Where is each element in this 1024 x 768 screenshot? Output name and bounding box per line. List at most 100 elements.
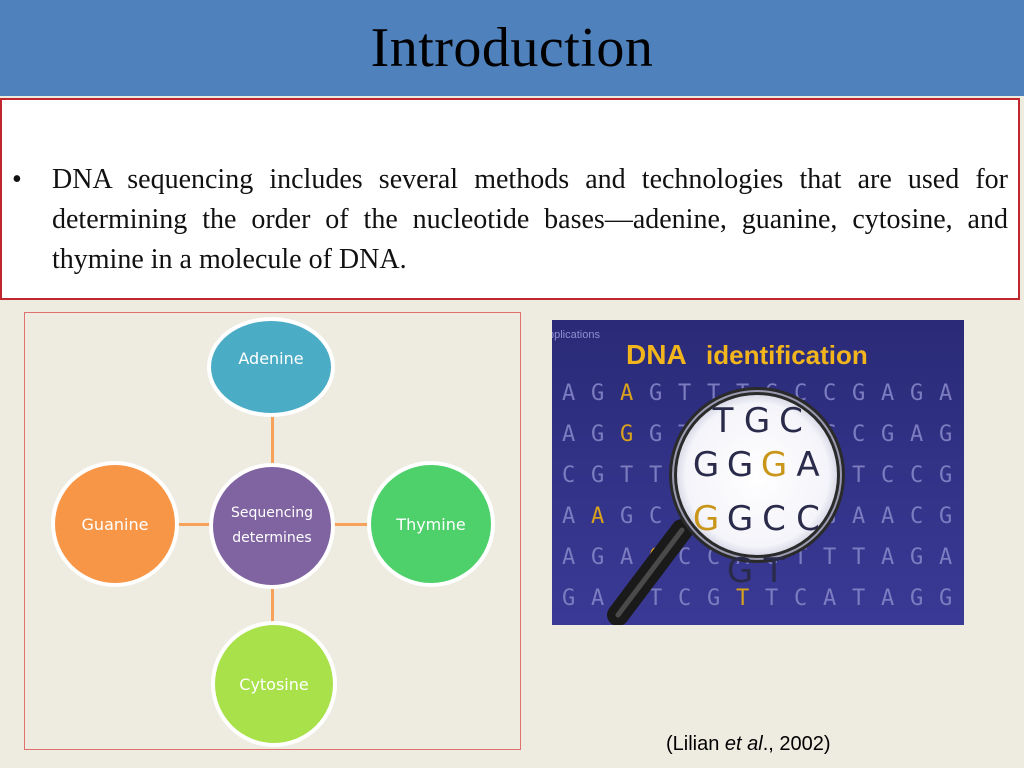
node-cytosine: Cytosine [215, 625, 333, 743]
grid-letter: T [852, 586, 865, 611]
grid-letter: C [678, 586, 691, 611]
grid-letter: C [823, 381, 836, 406]
grid-letter: G [591, 381, 604, 406]
node-thymine: Thymine [371, 465, 491, 583]
grid-letter: G [591, 545, 604, 570]
grid-letter: G [910, 545, 923, 570]
magnifier-handle-shine [615, 527, 685, 618]
citation-etal: et al [724, 733, 763, 755]
citation: (Lilian et al., 2002) [666, 733, 831, 756]
slide-title: Introduction [370, 17, 654, 79]
connector-left [175, 523, 217, 526]
grid-letter: A [881, 586, 894, 611]
grid-letter: A [823, 586, 836, 611]
citation-author: (Lilian [666, 733, 725, 755]
grid-letter: G [620, 422, 633, 447]
grid-letter: T [852, 545, 865, 570]
grid-letter: G [649, 381, 662, 406]
connector-right [325, 523, 371, 526]
grid-letter: T [852, 463, 865, 488]
grid-letter: G [939, 463, 952, 488]
lens-letter: G [693, 445, 719, 485]
grid-letter: G [939, 422, 952, 447]
lens-letter: C [762, 499, 786, 539]
node-adenine: Adenine [211, 321, 331, 413]
grid-letter: A [620, 545, 633, 570]
grid-letter: C [910, 504, 923, 529]
grid-letter: G [620, 504, 633, 529]
lens-letter: C [779, 401, 803, 441]
lens-letter: G [761, 445, 787, 485]
grid-letter: A [939, 545, 952, 570]
node-adenine-label: Adenine [238, 348, 304, 368]
grid-letter: A [591, 586, 604, 611]
grid-letter: G [939, 586, 952, 611]
lens-letter: G [727, 551, 753, 591]
grid-letter: T [678, 381, 691, 406]
dna-identification-graphic: pplications DNA identification AGAGTTTGC… [552, 320, 964, 625]
grid-letter: A [620, 381, 633, 406]
grid-letter: A [562, 422, 575, 447]
grid-letter: C [649, 504, 662, 529]
connector-bottom [271, 581, 274, 637]
lens-letter: C [796, 499, 820, 539]
lens-letter: G [744, 401, 770, 441]
image-title-rest: identification [706, 340, 868, 370]
grid-letter: A [591, 504, 604, 529]
grid-letter: G [852, 381, 865, 406]
grid-letter: C [678, 545, 691, 570]
grid-letter: C [881, 463, 894, 488]
image-title-dna: DNA [626, 339, 687, 370]
grid-letter: T [649, 586, 662, 611]
grid-letter: T [823, 545, 836, 570]
grid-letter: T [765, 586, 778, 611]
grid-letter: G [591, 463, 604, 488]
grid-letter: G [707, 586, 720, 611]
bullet-text: DNA sequencing includes several methods … [52, 164, 1008, 275]
grid-letter: A [881, 545, 894, 570]
node-center-line2: determines [232, 530, 312, 546]
lens-letter: G [727, 445, 753, 485]
lens-letter: T [712, 401, 734, 441]
grid-letter: A [910, 422, 923, 447]
node-guanine: Guanine [55, 465, 175, 583]
grid-letter: A [562, 381, 575, 406]
bullet-marker: • [12, 164, 22, 195]
grid-letter: A [852, 504, 865, 529]
node-center-line1: Sequencing [230, 505, 314, 521]
grid-letter: C [562, 463, 575, 488]
lens-letter: T [763, 551, 785, 591]
node-guanine-label: Guanine [81, 514, 149, 534]
magnifier-rim [672, 390, 842, 560]
bullet-box: • DNA sequencing includes several method… [0, 98, 1020, 300]
lens-letter: G [693, 499, 719, 539]
grid-letter: G [939, 504, 952, 529]
bullet-item: • DNA sequencing includes several method… [12, 160, 1012, 280]
grid-letter: G [910, 586, 923, 611]
grid-letter: A [562, 504, 575, 529]
lens-letter: A [796, 445, 819, 485]
grid-letter: A [881, 504, 894, 529]
grid-letter: G [881, 422, 894, 447]
grid-letter: C [852, 422, 865, 447]
grid-letter: A [939, 381, 952, 406]
grid-letter: A [562, 545, 575, 570]
grid-letter: A [881, 381, 894, 406]
image-corner-label: pplications [552, 329, 600, 341]
connector-top [271, 413, 274, 475]
node-sequencing: Sequencing determines [213, 467, 331, 585]
grid-letter: T [736, 586, 749, 611]
grid-letter: G [649, 422, 662, 447]
grid-letter: C [794, 586, 807, 611]
grid-letter: G [591, 422, 604, 447]
grid-letter: T [649, 463, 662, 488]
base-diagram: Adenine Sequencing determines Guanine Th… [24, 312, 521, 750]
citation-year: ., 2002) [762, 733, 831, 755]
title-bar: Introduction [0, 0, 1024, 96]
lens-letter: G [727, 499, 753, 539]
grid-letter: C [910, 463, 923, 488]
node-cytosine-label: Cytosine [239, 674, 309, 694]
grid-letter: T [620, 463, 633, 488]
grid-letter: G [910, 381, 923, 406]
node-thymine-label: Thymine [396, 514, 466, 534]
